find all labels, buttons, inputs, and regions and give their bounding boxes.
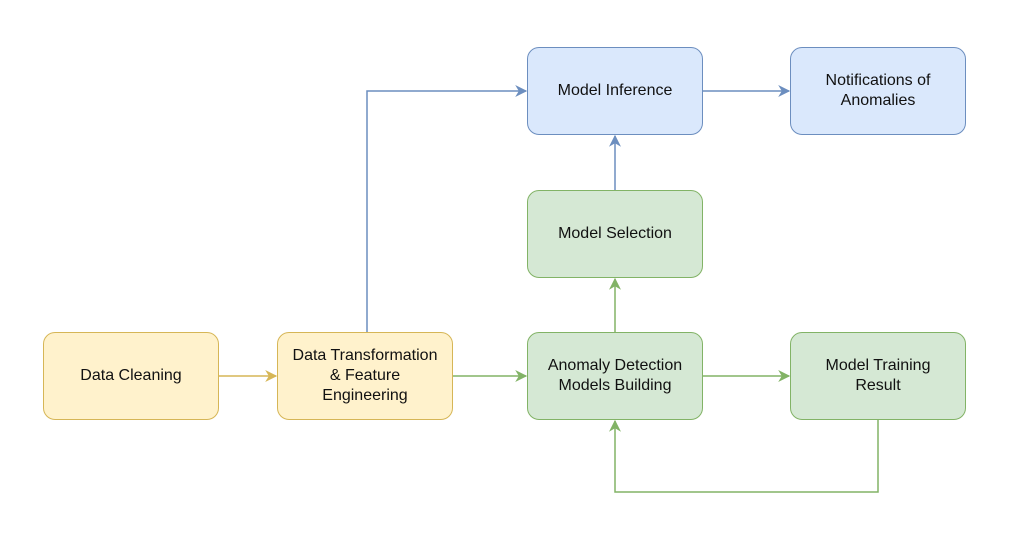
node-model-inference-label: Model Inference <box>557 82 673 99</box>
edge-transformation-to-inference <box>366 85 528 332</box>
node-data-cleaning-label: Data Cleaning <box>80 367 182 384</box>
node-anomaly-detection-label: Anomaly Detection Models Building <box>547 357 683 394</box>
node-model-inference: Model Inference <box>527 47 703 135</box>
edge-training-feedback-loop <box>609 419 879 493</box>
node-model-selection-label: Model Selection <box>558 225 672 242</box>
node-model-training-result: Model Training Result <box>790 332 966 420</box>
node-model-training-result-label: Model Training Result <box>825 357 931 394</box>
node-data-transformation-label: Data Transformation & Feature Engineerin… <box>292 347 438 404</box>
node-notifications-label: Notifications of Anomalies <box>825 72 931 109</box>
node-data-cleaning: Data Cleaning <box>43 332 219 420</box>
node-notifications: Notifications of Anomalies <box>790 47 966 135</box>
node-data-transformation: Data Transformation & Feature Engineerin… <box>277 332 453 420</box>
node-anomaly-detection: Anomaly Detection Models Building <box>527 332 703 420</box>
node-model-selection: Model Selection <box>527 190 703 278</box>
